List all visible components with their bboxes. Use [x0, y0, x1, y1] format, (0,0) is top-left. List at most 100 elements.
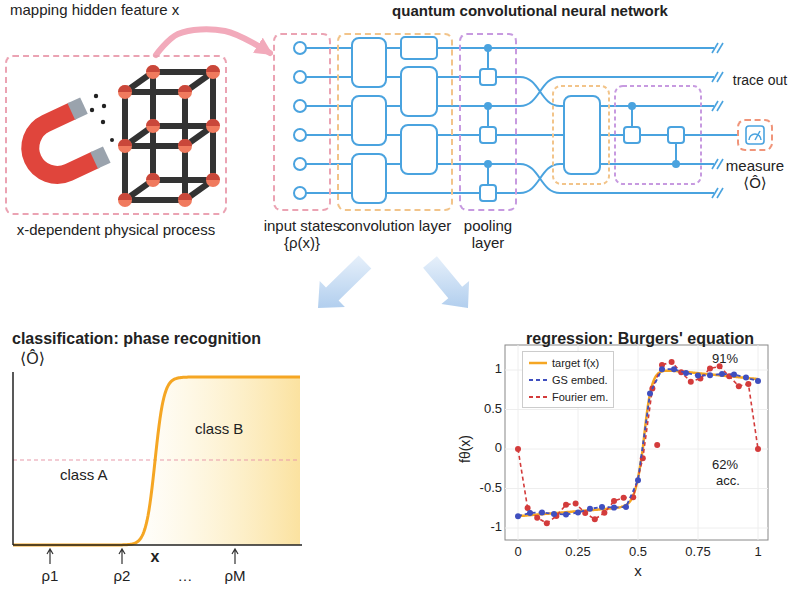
- dashed-box: input states {ρ(x)}: [273, 33, 331, 211]
- gs-point: [683, 370, 689, 376]
- fourier-point: [611, 498, 617, 504]
- gs-point: [743, 375, 749, 381]
- input-qubit: [294, 129, 306, 141]
- phase-plot: [13, 372, 302, 564]
- control-dot: [672, 160, 680, 168]
- lattice-site: [178, 193, 192, 200]
- input-qubit: [294, 187, 306, 199]
- legend-entry: Fourier em.: [528, 388, 608, 405]
- fourier-point: [601, 510, 607, 516]
- magnet-tip: [67, 97, 87, 119]
- gs-point: [599, 504, 605, 510]
- text-label: regression: Burgers' equation: [526, 330, 754, 348]
- gs-point: [755, 378, 761, 384]
- input-qubit: [294, 71, 306, 83]
- meter-icon: [746, 126, 764, 144]
- legend-text: GS embed.: [552, 374, 608, 386]
- lattice-site: [206, 173, 220, 180]
- lattice-site: [146, 119, 160, 126]
- dashed-box: pooling layer: [459, 33, 517, 211]
- fourier-point: [707, 365, 713, 371]
- gate-block: [624, 127, 640, 143]
- control-dot: [484, 102, 492, 110]
- gate-block: [480, 185, 496, 201]
- lattice-site: [146, 173, 160, 187]
- fourier-point: [736, 383, 742, 389]
- grid-line: [505, 528, 768, 529]
- text-label: acc.: [716, 474, 740, 489]
- fourier-point: [515, 446, 521, 452]
- legend-entry: target f(x): [528, 354, 608, 371]
- gs-curve: [518, 369, 758, 516]
- tick-label: 0.5: [629, 545, 647, 560]
- grid-line: [758, 345, 759, 540]
- legend-entry: GS embed.: [528, 371, 608, 388]
- lattice-figure: [118, 65, 220, 207]
- lattice-site: [206, 65, 220, 72]
- lattice-site: [118, 193, 132, 207]
- tick-label: 0.75: [685, 545, 710, 560]
- meter-icon: [746, 126, 764, 144]
- text-label: ρM: [224, 567, 245, 584]
- tick-label: 1: [754, 545, 761, 560]
- lattice-site: [146, 173, 160, 187]
- trace-mark: [717, 188, 723, 198]
- qubit-wire: [560, 47, 714, 49]
- iron-filings: [90, 94, 114, 142]
- gs-point: [623, 504, 629, 510]
- iron-filings: [110, 138, 114, 142]
- lattice-site: [146, 65, 160, 79]
- gs-point: [563, 512, 569, 518]
- axis-line: [12, 372, 14, 545]
- layer-label: x-dependent physical process: [6, 221, 226, 238]
- legend-sample: [528, 359, 548, 367]
- gs-point: [635, 477, 641, 483]
- lattice-site: [146, 65, 160, 72]
- gs-point: [719, 371, 725, 377]
- dashed-box: [615, 86, 701, 184]
- legend-sample: [528, 393, 548, 401]
- gs-point: [647, 391, 653, 397]
- text-label: ⟨Ô⟩: [20, 350, 45, 368]
- fourier-point: [592, 516, 598, 522]
- input-qubit: [294, 158, 306, 170]
- lattice-site: [118, 139, 132, 153]
- gate-block: [401, 67, 437, 116]
- dashed-box: measure ⟨Ô⟩: [737, 119, 773, 151]
- iron-filings: [94, 94, 98, 98]
- fourier-point: [755, 446, 761, 452]
- text-label: ρ1: [42, 567, 59, 584]
- regression-plot: [505, 345, 768, 540]
- lattice-site: [118, 85, 132, 99]
- text-label: …: [178, 567, 193, 584]
- fourier-point: [621, 495, 627, 501]
- lattice-site: [178, 193, 192, 207]
- text-label: class B: [195, 420, 243, 437]
- dashed-box: [553, 86, 609, 184]
- control-dot: [484, 44, 492, 52]
- gate-block: [352, 154, 386, 203]
- flow-arrow: [318, 256, 469, 308]
- fourier-point: [573, 501, 579, 507]
- gs-point: [575, 509, 581, 515]
- tick-arrow: [232, 549, 238, 564]
- text-label: x: [151, 548, 160, 566]
- lattice-site: [118, 139, 132, 146]
- lattice-site: [146, 119, 160, 133]
- input-qubit: [294, 42, 306, 54]
- lattice-site: [206, 65, 220, 79]
- gs-point: [527, 510, 533, 516]
- lattice-site: [178, 139, 192, 153]
- lattice-site: [206, 119, 220, 126]
- layer-label: input states {ρ(x)}: [254, 217, 350, 252]
- qubit-wire: [560, 76, 714, 78]
- trace-mark: [717, 72, 723, 82]
- magnet-body: [21, 111, 95, 184]
- fourier-point: [544, 520, 550, 526]
- fourier-point: [688, 379, 694, 385]
- grid-line: [518, 345, 519, 540]
- gs-point: [587, 506, 593, 512]
- legend-sample: [528, 376, 548, 384]
- fourier-point: [669, 359, 675, 365]
